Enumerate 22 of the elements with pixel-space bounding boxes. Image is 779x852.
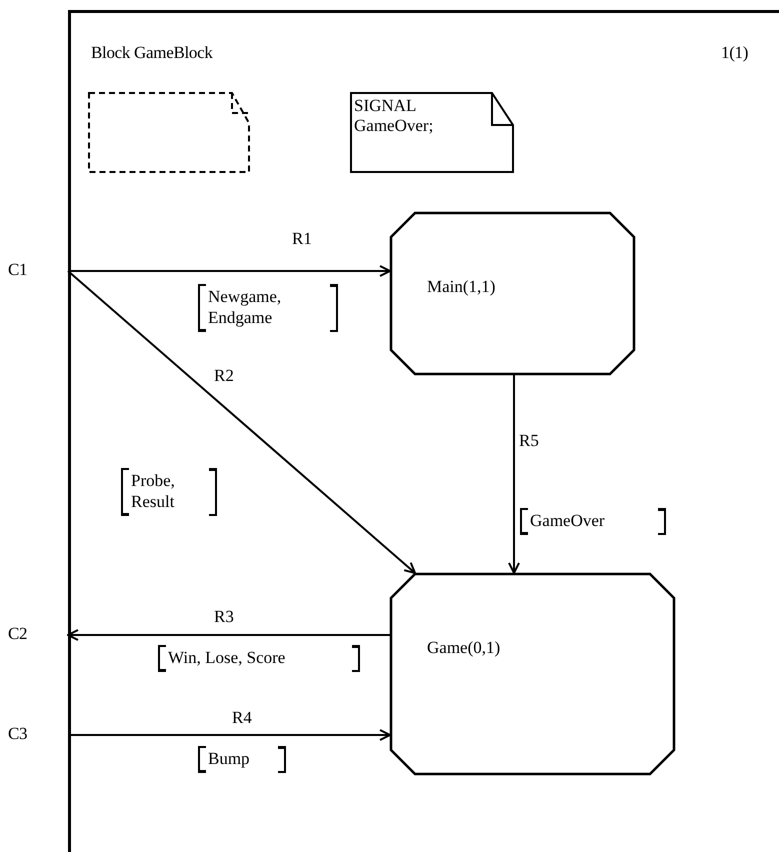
page-number: 1(1) — [721, 43, 748, 63]
signal-list: Bump — [198, 746, 286, 773]
process-name: Game(0,1) — [427, 638, 500, 658]
signal-declaration: SIGNAL GameOver; — [354, 96, 434, 136]
signal-route — [68, 265, 391, 277]
block-frame — [68, 10, 779, 852]
channel-label: C1 — [8, 260, 28, 280]
signal-route — [67, 270, 416, 574]
signal-list: Probe, Result — [121, 468, 217, 516]
signal-route — [508, 375, 520, 574]
process-symbol — [390, 212, 635, 375]
signal-route — [67, 629, 390, 641]
channel-label: C3 — [8, 724, 28, 744]
signal-list: Newgame, Endgame — [198, 284, 338, 332]
process-symbol — [390, 573, 675, 775]
text-symbol — [350, 92, 514, 173]
signal-route — [68, 729, 391, 741]
channel-label: C2 — [8, 624, 28, 644]
signal-list: Win, Lose, Score — [158, 645, 360, 672]
block-title: Block GameBlock — [91, 43, 213, 63]
signal-list: GameOver — [520, 508, 666, 535]
process-name: Main(1,1) — [427, 277, 496, 297]
